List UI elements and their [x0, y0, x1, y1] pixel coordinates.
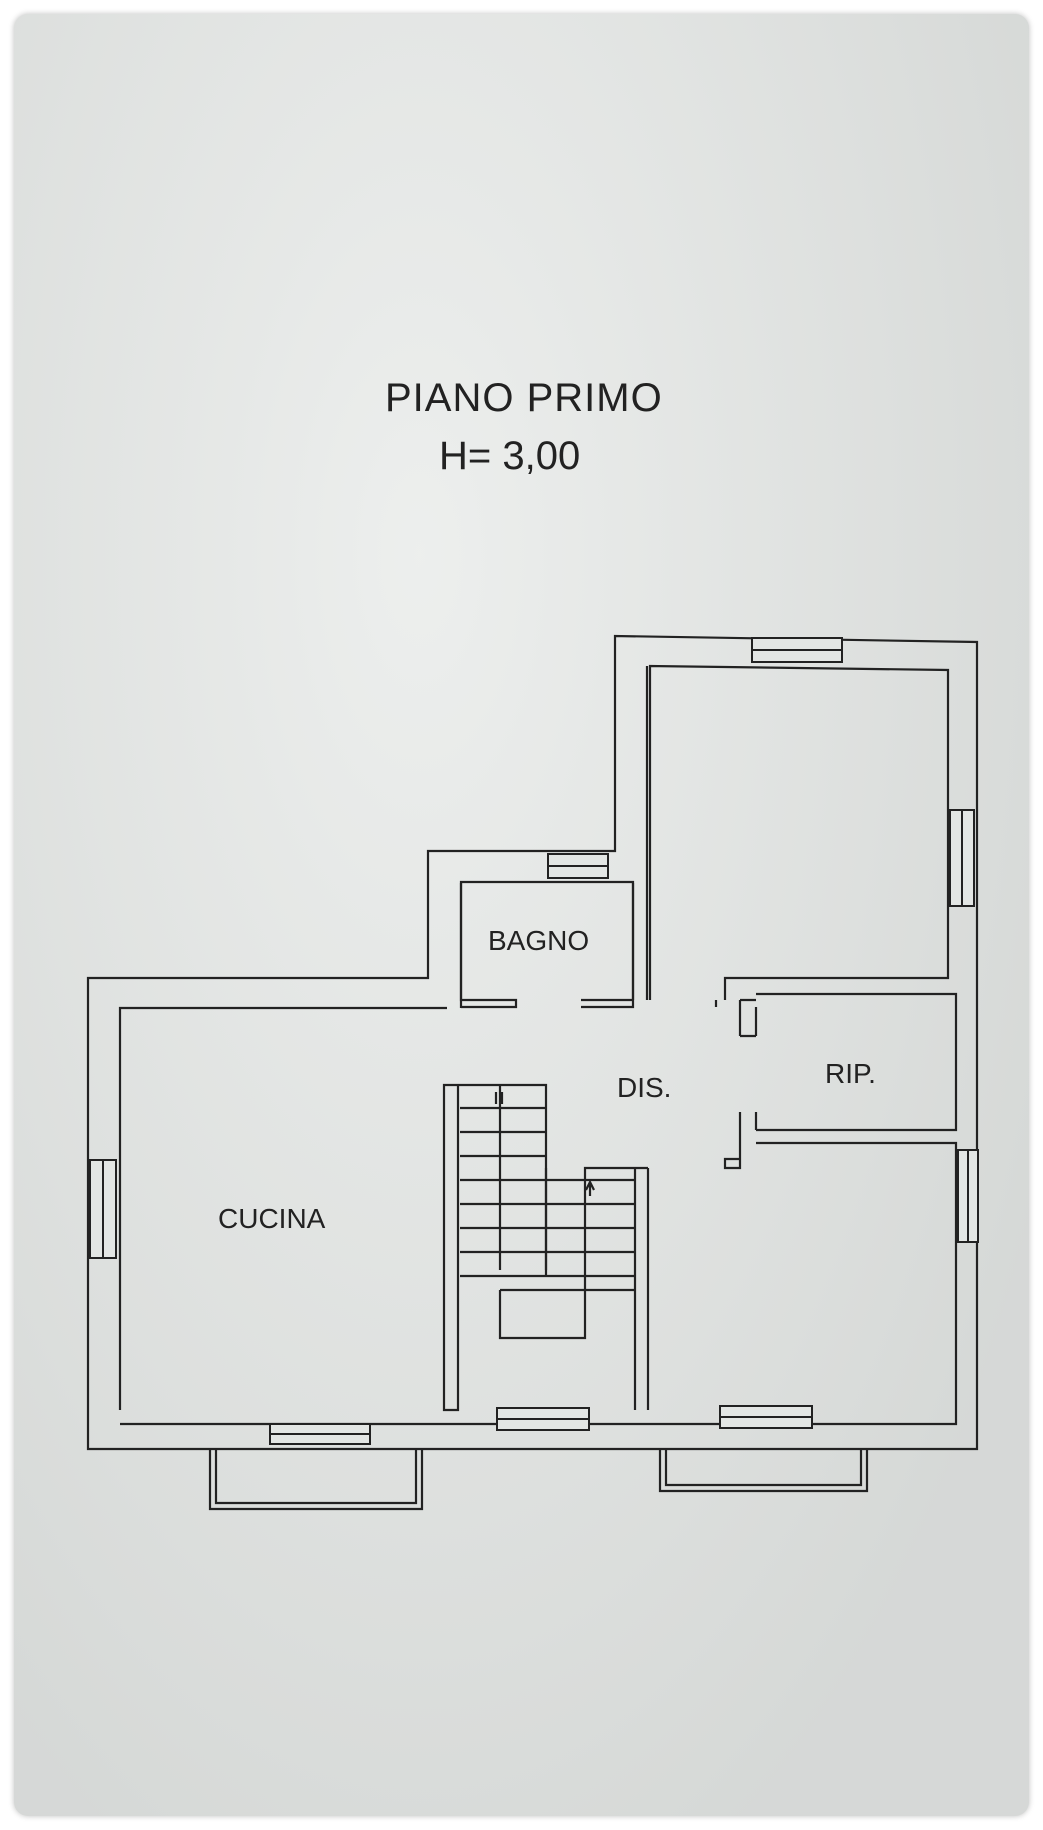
room-label-dis: DIS. [617, 1072, 671, 1103]
ceiling-height: H= 3,00 [439, 434, 581, 478]
balcony-left [208, 1449, 424, 1511]
floor-title: PIANO PRIMO [385, 376, 663, 420]
room-label-bagno: BAGNO [488, 925, 589, 956]
windows [89, 637, 979, 1445]
storage-walls [714, 1000, 758, 1170]
outer-wall [86, 634, 979, 1451]
walls [86, 634, 979, 1511]
inner-wall-face [118, 664, 958, 1426]
stair-treads [460, 1085, 635, 1292]
balcony-right [658, 1449, 869, 1493]
bathroom-walls [459, 666, 649, 1009]
room-label-cucina: CUCINA [218, 1203, 326, 1234]
stair-arrow [585, 1179, 595, 1196]
room-label-rip: RIP. [825, 1058, 876, 1089]
